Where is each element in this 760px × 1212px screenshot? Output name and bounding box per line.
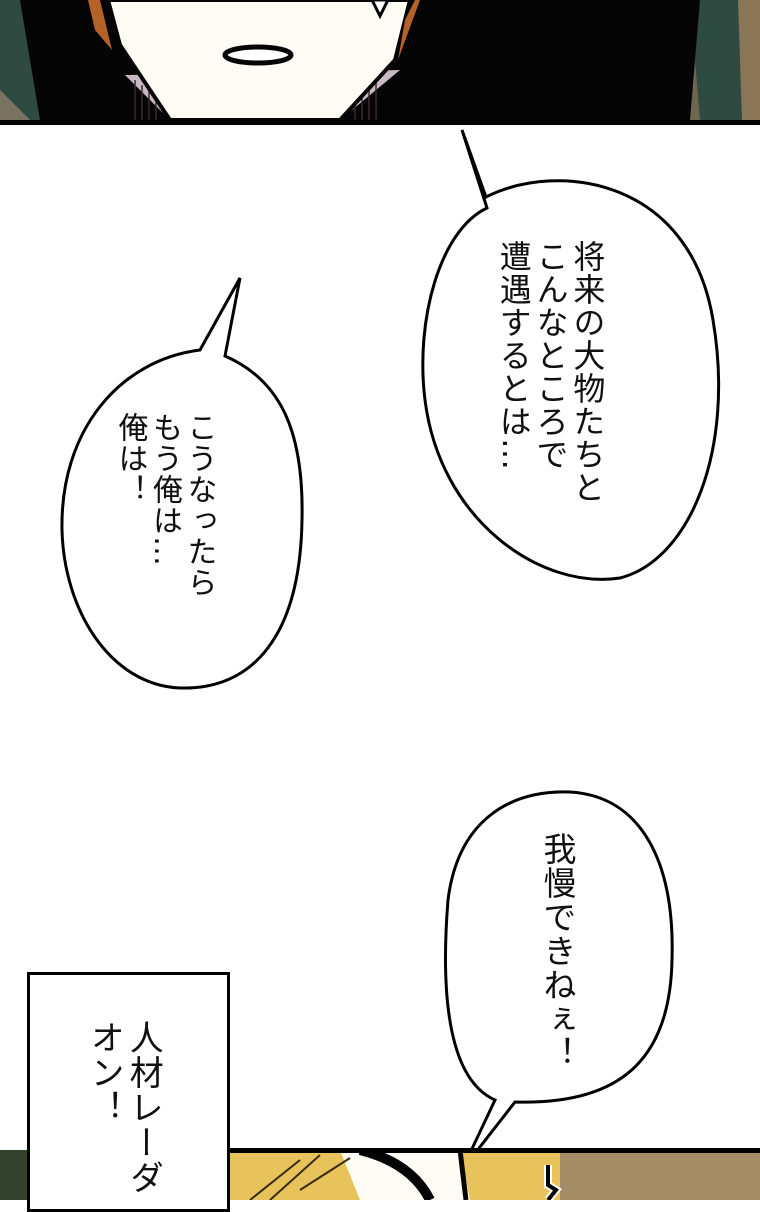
bubble-line: 将来の大物たちと: [568, 240, 607, 504]
bubble-line: こうなったら: [181, 412, 217, 598]
bubble-bottom-right-text: 我慢できねぇ！: [537, 832, 577, 1070]
top-panel: [0, 0, 760, 124]
bubble-left-shape: [60, 277, 304, 690]
bubble-line: 俺は！: [112, 412, 148, 505]
caption-line: オン！: [84, 1020, 125, 1125]
caption-text: 人材レーダ オン！: [84, 1020, 164, 1195]
caption-line: 人材レーダ: [123, 1020, 164, 1195]
panel-border-top: [0, 120, 760, 125]
bubble-line: 我慢できねぇ！: [537, 832, 577, 1070]
bubble-line: 遭遇するとは…: [494, 240, 533, 471]
bubble-right-text: 将来の大物たちと こんなところで 遭遇するとは…: [494, 240, 607, 504]
panel-border-bottom: [30, 1148, 760, 1153]
bubble-line: もう俺は…: [147, 412, 182, 567]
caption-box: [27, 972, 230, 1212]
bubble-right-shape: [421, 129, 721, 581]
bubble-line: こんなところで: [531, 240, 570, 471]
bubble-left-text: こうなったら もう俺は… 俺は！: [112, 412, 217, 598]
top-panel-art: [0, 0, 760, 124]
bubble-bottom-right-shape: [444, 790, 674, 1171]
